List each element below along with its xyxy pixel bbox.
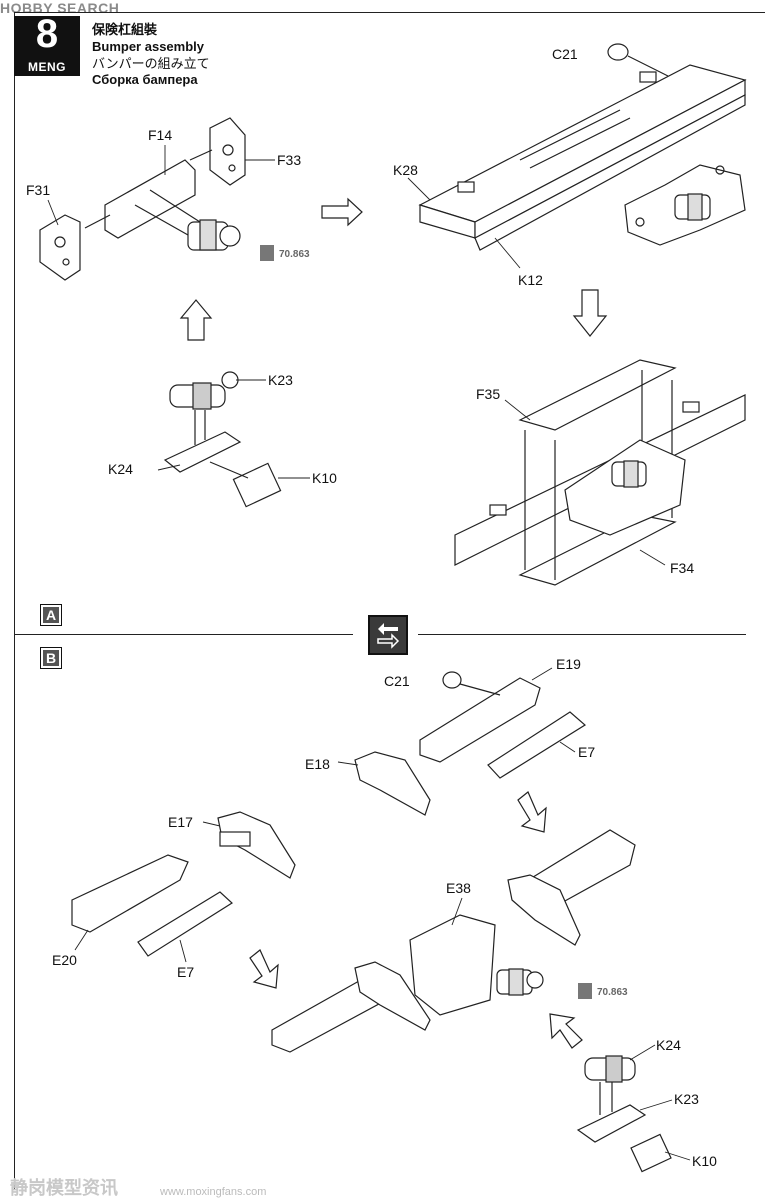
paint-swatch-icon	[260, 245, 274, 261]
arrow-right-icon	[321, 197, 363, 227]
title-russian: Сборка бампера	[92, 72, 198, 87]
page-frame	[14, 12, 765, 1189]
paint-swatch-icon-2	[578, 983, 592, 999]
label-k23-top: K23	[268, 372, 293, 388]
label-k28: K28	[393, 162, 418, 178]
label-e20: E20	[52, 952, 77, 968]
arrow-up-icon	[179, 299, 213, 341]
bottom-watermark-url: www.moxingfans.com	[160, 1186, 267, 1198]
title-english: Bumper assembly	[92, 39, 204, 54]
leader-lines	[47, 145, 691, 1161]
bottom-watermark: 静岗模型资讯	[10, 1178, 118, 1198]
label-k24-b: K24	[656, 1037, 681, 1053]
paint-code-bottom: 70.863	[597, 987, 628, 998]
label-e19: E19	[556, 656, 581, 672]
label-k12: K12	[518, 272, 543, 288]
label-k24-top: K24	[108, 461, 133, 477]
label-k10-top: K10	[312, 470, 337, 486]
label-k10-b: K10	[692, 1153, 717, 1169]
label-k23-b: K23	[674, 1091, 699, 1107]
paint-code-top: 70.863	[279, 249, 310, 260]
brand-logo: MENG	[28, 60, 66, 74]
bumper-frame-f35-f34	[454, 359, 746, 586]
section-a-marker: A	[40, 604, 62, 626]
label-f33: F33	[277, 152, 302, 168]
title-chinese: 保険杠組裝	[92, 22, 158, 37]
part-c21-top	[607, 43, 669, 77]
label-e7-b: E7	[578, 744, 596, 760]
label-f14: F14	[148, 127, 173, 143]
bumper-bar-k28	[418, 64, 747, 251]
step-badge: 8 MENG	[14, 12, 80, 76]
label-f34: F34	[670, 560, 695, 576]
bumper-end-e20-assembly	[71, 811, 296, 957]
arrow-up-left-icon	[549, 1013, 583, 1049]
label-f31: F31	[26, 182, 51, 198]
bracket-motor-mounted-top-right	[624, 164, 746, 246]
label-e17: E17	[168, 814, 193, 830]
bumper-assembled-bottom	[271, 829, 636, 1053]
title-japanese: バンパーの組み立て	[92, 56, 210, 71]
motor-k24-k23-k10-bottom	[576, 1055, 672, 1173]
bracket-subassembly-top	[39, 117, 246, 281]
label-e7-c: E7	[177, 964, 195, 980]
arrow-down-right-icon-2	[249, 949, 279, 989]
bumper-end-e19-assembly	[354, 671, 587, 816]
section-b-marker: B	[40, 647, 62, 669]
arrow-down-right-icon	[517, 791, 547, 833]
swap-arrows-icon	[368, 615, 408, 655]
arrow-down-icon	[572, 289, 608, 337]
label-c21-top: C21	[552, 46, 578, 62]
label-e18: E18	[305, 756, 330, 772]
motor-k23-k24-k10-top	[163, 371, 282, 508]
section-divider-right	[418, 634, 746, 635]
section-divider-left	[15, 634, 353, 635]
label-c21-b: C21	[384, 673, 410, 689]
step-number: 8	[35, 12, 59, 56]
label-e38: E38	[446, 880, 471, 896]
label-f35: F35	[476, 386, 501, 402]
